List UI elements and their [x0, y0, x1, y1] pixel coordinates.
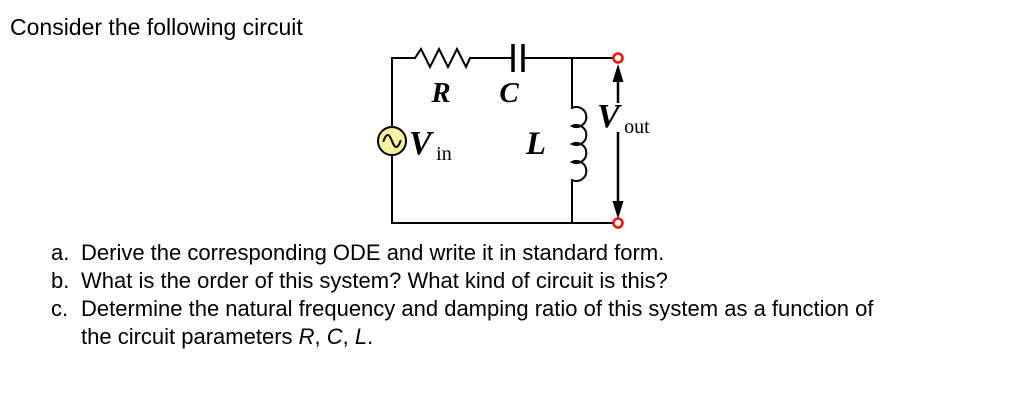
vin-label: V in — [409, 125, 452, 165]
question-text-b: What is the order of this system? What k… — [81, 268, 668, 293]
question-list: a. Derive the corresponding ODE and writ… — [51, 239, 1016, 351]
resistor-label: R — [430, 77, 450, 109]
param-c: C — [326, 324, 343, 349]
param-r: R — [298, 324, 315, 349]
circuit-diagram: R C L V in V out — [375, 40, 655, 240]
vout-arrow-up-head — [612, 64, 624, 82]
question-marker-c: c. — [51, 296, 69, 321]
question-text-c-line1: Determine the natural frequency and damp… — [81, 296, 874, 321]
question-item-c: c. Determine the natural frequency and d… — [51, 295, 1016, 351]
question-text-a: Derive the corresponding ODE and write i… — [81, 240, 665, 265]
capacitor-symbol — [511, 44, 525, 72]
resistor-symbol — [413, 46, 472, 70]
output-terminal-top — [612, 52, 624, 64]
inductor-symbol — [569, 106, 588, 182]
question-marker-a: a. — [51, 240, 70, 265]
sine-wave-icon — [382, 134, 402, 148]
output-terminal-bottom — [612, 217, 624, 229]
param-l: L — [354, 324, 368, 349]
question-item-a: a. Derive the corresponding ODE and writ… — [51, 239, 1016, 267]
wires — [391, 46, 615, 224]
vout-indicator — [612, 64, 624, 219]
capacitor-label: C — [499, 77, 519, 109]
question-item-b: b. What is the order of this system? Wha… — [51, 267, 1016, 295]
vout-label: V out — [597, 98, 650, 138]
question-text-c: Determine the natural frequency and damp… — [81, 295, 1016, 351]
circuit-svg: R C L V in V out — [377, 44, 650, 229]
inductor-label: L — [525, 126, 546, 162]
page-title: Consider the following circuit — [10, 14, 303, 40]
vout-arrow-down-head — [612, 201, 624, 219]
question-marker-b: b. — [51, 268, 70, 293]
question-text-c-line2: the circuit parameters R, C, L. — [81, 324, 374, 349]
